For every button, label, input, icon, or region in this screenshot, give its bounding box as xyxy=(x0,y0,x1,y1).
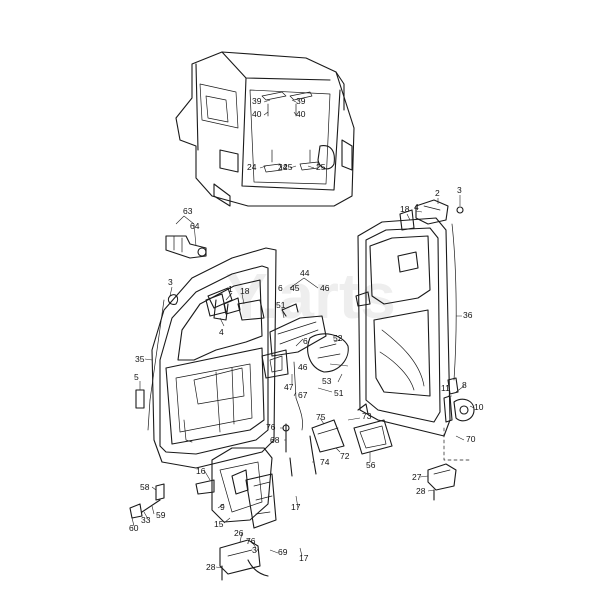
callout-45: 45 xyxy=(290,283,300,293)
callout-74: 74 xyxy=(320,457,330,467)
callout-76-low: 76 xyxy=(246,536,256,546)
callout-5: 5 xyxy=(134,372,139,382)
callout-labels: 39 40 39 40 24 25 24 25 63 64 18 2 3 4 3… xyxy=(129,96,484,572)
callout-18-right: 18 xyxy=(400,204,410,214)
callout-70: 70 xyxy=(466,434,476,444)
callout-24a: 24 xyxy=(247,162,257,172)
left-rear-door xyxy=(147,247,277,469)
callout-10: 10 xyxy=(474,402,484,412)
callout-25b: 25 xyxy=(316,162,326,172)
watermark-text: Y.arts xyxy=(225,260,396,332)
callout-68: 68 xyxy=(270,435,280,445)
callout-67: 67 xyxy=(298,390,308,400)
callout-58: 58 xyxy=(140,482,150,492)
callout-44: 44 xyxy=(300,268,310,278)
callout-35: 35 xyxy=(135,354,145,364)
callout-4-right: 4 xyxy=(414,202,419,212)
callout-51-top: 51 xyxy=(276,300,286,310)
center-lock-assembly xyxy=(261,303,349,431)
callout-59: 59 xyxy=(156,510,166,520)
callout-17-low: 17 xyxy=(299,553,309,563)
callout-3-low: 3 xyxy=(252,545,257,555)
callout-16: 16 xyxy=(196,466,206,476)
actuating-rods xyxy=(282,419,345,477)
callout-4-left: 4 xyxy=(219,327,224,337)
callout-46-top: 46 xyxy=(320,283,330,293)
left-seal-strip xyxy=(135,389,145,409)
callout-3-left: 3 xyxy=(168,277,173,287)
callout-27: 27 xyxy=(412,472,422,482)
right-lower-hinge xyxy=(427,463,457,501)
callout-56: 56 xyxy=(366,460,376,470)
callout-18-left: 18 xyxy=(240,286,250,296)
callout-26: 26 xyxy=(234,528,244,538)
callout-53: 53 xyxy=(322,376,332,386)
pad-plate xyxy=(353,419,393,455)
callout-73: 73 xyxy=(362,411,372,421)
callout-63: 63 xyxy=(183,206,193,216)
right-upper-hinge xyxy=(399,199,464,231)
callout-46-mid: 46 xyxy=(298,362,308,372)
callout-28-low: 28 xyxy=(206,562,216,572)
callout-75: 75 xyxy=(316,412,326,422)
callout-9: 9 xyxy=(220,502,225,512)
right-bracket-70 xyxy=(443,427,471,461)
callout-8: 8 xyxy=(462,380,467,390)
callout-72: 72 xyxy=(340,451,350,461)
callout-6-mid: 6 xyxy=(303,336,308,346)
bottom-hinge xyxy=(219,539,269,581)
lock-cylinder xyxy=(165,235,207,259)
callout-76-mid: 76 xyxy=(266,422,276,432)
right-rear-door xyxy=(355,217,459,437)
callout-36: 36 xyxy=(463,310,473,320)
callout-6-top: 6 xyxy=(278,283,283,293)
callout-39b: 39 xyxy=(296,96,306,106)
callout-3-right: 3 xyxy=(457,185,462,195)
callout-40b: 40 xyxy=(296,109,306,119)
callout-15: 15 xyxy=(214,519,224,529)
callout-69: 69 xyxy=(278,547,288,557)
callout-39a: 39 xyxy=(252,96,262,106)
callout-11: 11 xyxy=(441,383,450,393)
callout-47: 47 xyxy=(284,382,294,392)
callout-2: 2 xyxy=(435,188,440,198)
callout-28-right: 28 xyxy=(416,486,426,496)
callout-33: 33 xyxy=(141,515,151,525)
callout-52: 52 xyxy=(333,333,343,343)
callout-17-upper: 17 xyxy=(291,502,301,512)
left-handle-bracket xyxy=(207,287,265,321)
callout-64: 64 xyxy=(190,221,200,231)
right-mid-latch xyxy=(443,395,475,423)
callout-25a: 25 xyxy=(283,162,293,172)
callout-1: 1 xyxy=(228,284,233,294)
callout-51-mid: 51 xyxy=(334,388,344,398)
left-small-parts xyxy=(129,483,165,519)
lower-lock-assembly xyxy=(195,447,277,529)
callout-60: 60 xyxy=(129,523,139,533)
leader-lines xyxy=(131,99,475,569)
vehicle-rear-view xyxy=(175,51,355,207)
callout-24b: 24 xyxy=(278,162,288,172)
callout-40a: 40 xyxy=(252,109,262,119)
